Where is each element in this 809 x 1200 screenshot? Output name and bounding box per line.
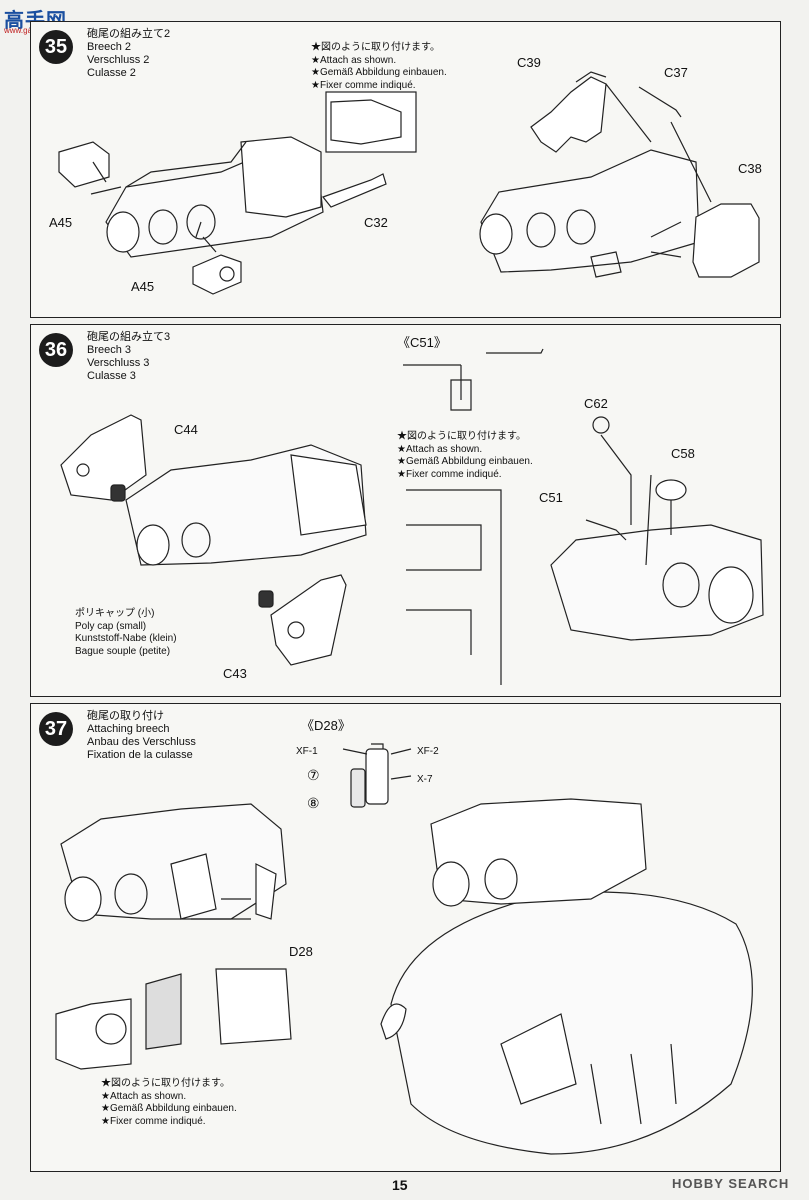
polycap-en: Poly cap (small) (75, 620, 147, 632)
paint-xf2: XF-2 (417, 746, 439, 757)
note-en: ★Attach as shown. (101, 1090, 187, 1102)
step-title: 砲尾の組み立て3 Breech 3 Verschluss 3 Culasse 3 (87, 331, 170, 383)
note-de: ★Gemäß Abbildung einbauen. (311, 67, 447, 78)
title-de: Verschluss 2 (87, 54, 150, 66)
attach-note: ★図のように取り付けます。 ★Attach as shown. ★Gemäß A… (397, 431, 533, 481)
title-ja: 砲尾の組み立て2 (87, 28, 171, 40)
step-36-panel: 36 砲尾の組み立て3 Breech 3 Verschluss 3 Culass… (30, 324, 781, 697)
note-de: ★Gemäß Abbildung einbauen. (101, 1103, 237, 1114)
detail-title-c51: 《C51》 (397, 335, 447, 350)
title-de: Verschluss 3 (87, 357, 150, 369)
polycap-de: Kunststoff-Nabe (klein) (75, 633, 177, 644)
label-c58: C58 (671, 446, 695, 461)
step-title: 砲尾の取り付け Attaching breech Anbau des Versc… (87, 710, 196, 762)
label-a45-upper: A45 (49, 215, 73, 230)
label-c51: C51 (539, 490, 563, 505)
label-c62: C62 (584, 396, 608, 411)
label-c37: C37 (664, 65, 688, 80)
polycap-note: ポリキャップ (小) Poly cap (small) Kunststoff-N… (75, 608, 177, 658)
ref-7: ⑦ (307, 767, 320, 783)
title-en: Breech 3 (87, 344, 132, 356)
title-fr: Fixation de la culasse (87, 749, 193, 761)
ref-8: ⑧ (307, 795, 320, 811)
step-37-illustration (55, 743, 753, 1155)
step-number: 37 (39, 712, 73, 746)
step-number: 36 (39, 333, 73, 367)
label-d28: D28 (289, 944, 313, 959)
step-35-illustration (58, 71, 760, 295)
step-37-panel: 37 砲尾の取り付け Attaching breech Anbau des Ve… (30, 703, 781, 1172)
label-c32: C32 (364, 215, 388, 230)
label-c43: C43 (223, 666, 247, 681)
title-fr: Culasse 3 (87, 370, 136, 382)
note-ja: ★図のように取り付けます。 (311, 42, 440, 53)
step-title: 砲尾の組み立て2 Breech 2 Verschluss 2 Culasse 2 (87, 28, 170, 80)
label-c38: C38 (738, 161, 762, 176)
paint-x7: X-7 (417, 774, 433, 785)
footer-brand: HOBBY SEARCH (672, 1176, 790, 1191)
attach-note: ★図のように取り付けます。 ★Attach as shown. ★Gemäß A… (311, 42, 447, 92)
label-c39: C39 (517, 55, 541, 70)
note-en: ★Attach as shown. (311, 54, 397, 66)
title-en: Attaching breech (87, 723, 170, 735)
note-fr: ★Fixer comme indiqué. (397, 468, 502, 480)
title-ja: 砲尾の取り付け (87, 710, 164, 722)
attach-note: ★図のように取り付けます。 ★Attach as shown. ★Gemäß A… (101, 1078, 237, 1128)
page-number: 15 (392, 1177, 408, 1193)
polycap-fr: Bague souple (petite) (75, 645, 171, 657)
note-en: ★Attach as shown. (397, 443, 483, 455)
note-ja: ★図のように取り付けます。 (397, 431, 526, 442)
note-ja: ★図のように取り付けます。 (101, 1078, 230, 1089)
note-fr: ★Fixer comme indiqué. (311, 79, 416, 91)
note-de: ★Gemäß Abbildung einbauen. (397, 456, 533, 467)
note-fr: ★Fixer comme indiqué. (101, 1115, 206, 1127)
step-35-panel: 35 砲尾の組み立て2 Breech 2 Verschluss 2 Culass… (30, 21, 781, 318)
label-a45-lower: A45 (131, 279, 155, 294)
detail-title-d28: 《D28》 (301, 718, 351, 733)
paint-xf1: XF-1 (296, 746, 318, 757)
title-ja: 砲尾の組み立て3 (87, 331, 171, 343)
title-de: Anbau des Verschluss (87, 736, 196, 748)
polycap-ja: ポリキャップ (小) (75, 608, 155, 619)
step-number: 35 (39, 30, 73, 64)
label-c44: C44 (174, 422, 198, 437)
title-en: Breech 2 (87, 41, 132, 53)
title-fr: Culasse 2 (87, 67, 136, 79)
step-36-illustration (60, 348, 764, 685)
